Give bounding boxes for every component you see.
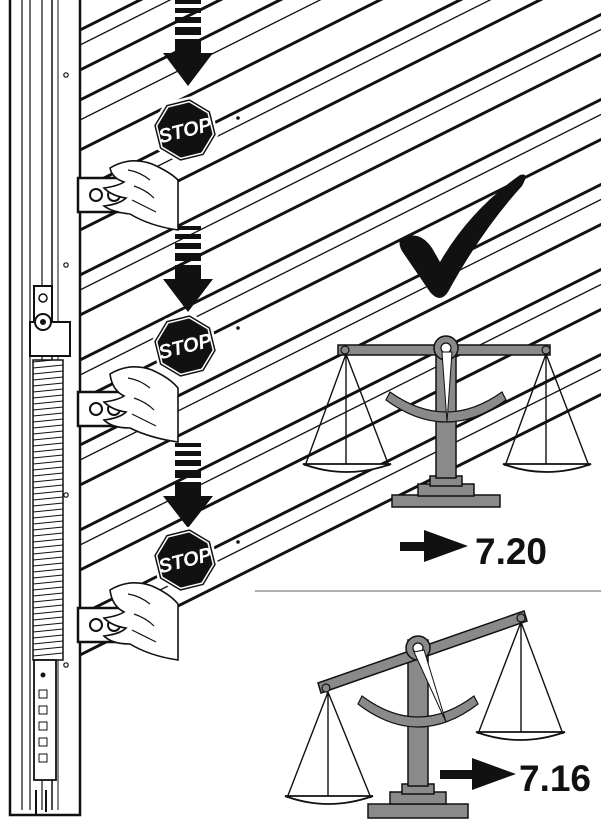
down-arrow-icon: [163, 0, 213, 86]
down-arrows: [163, 0, 213, 528]
right-arrow-icon: [440, 758, 516, 790]
imbalance-reading: 7.16: [440, 758, 591, 799]
checkmark-icon: [400, 174, 526, 298]
balance-value: 7.20: [475, 531, 547, 572]
hand-on-handle-1: [78, 161, 178, 230]
balance-reading: 7.20: [400, 530, 547, 572]
stop-sign-3: STOP: [149, 524, 222, 597]
stop-sign-1: STOP: [149, 94, 222, 167]
right-arrow-icon: [400, 530, 468, 562]
imbalance-value: 7.16: [519, 758, 591, 799]
hand-on-handle-2: [78, 367, 178, 442]
